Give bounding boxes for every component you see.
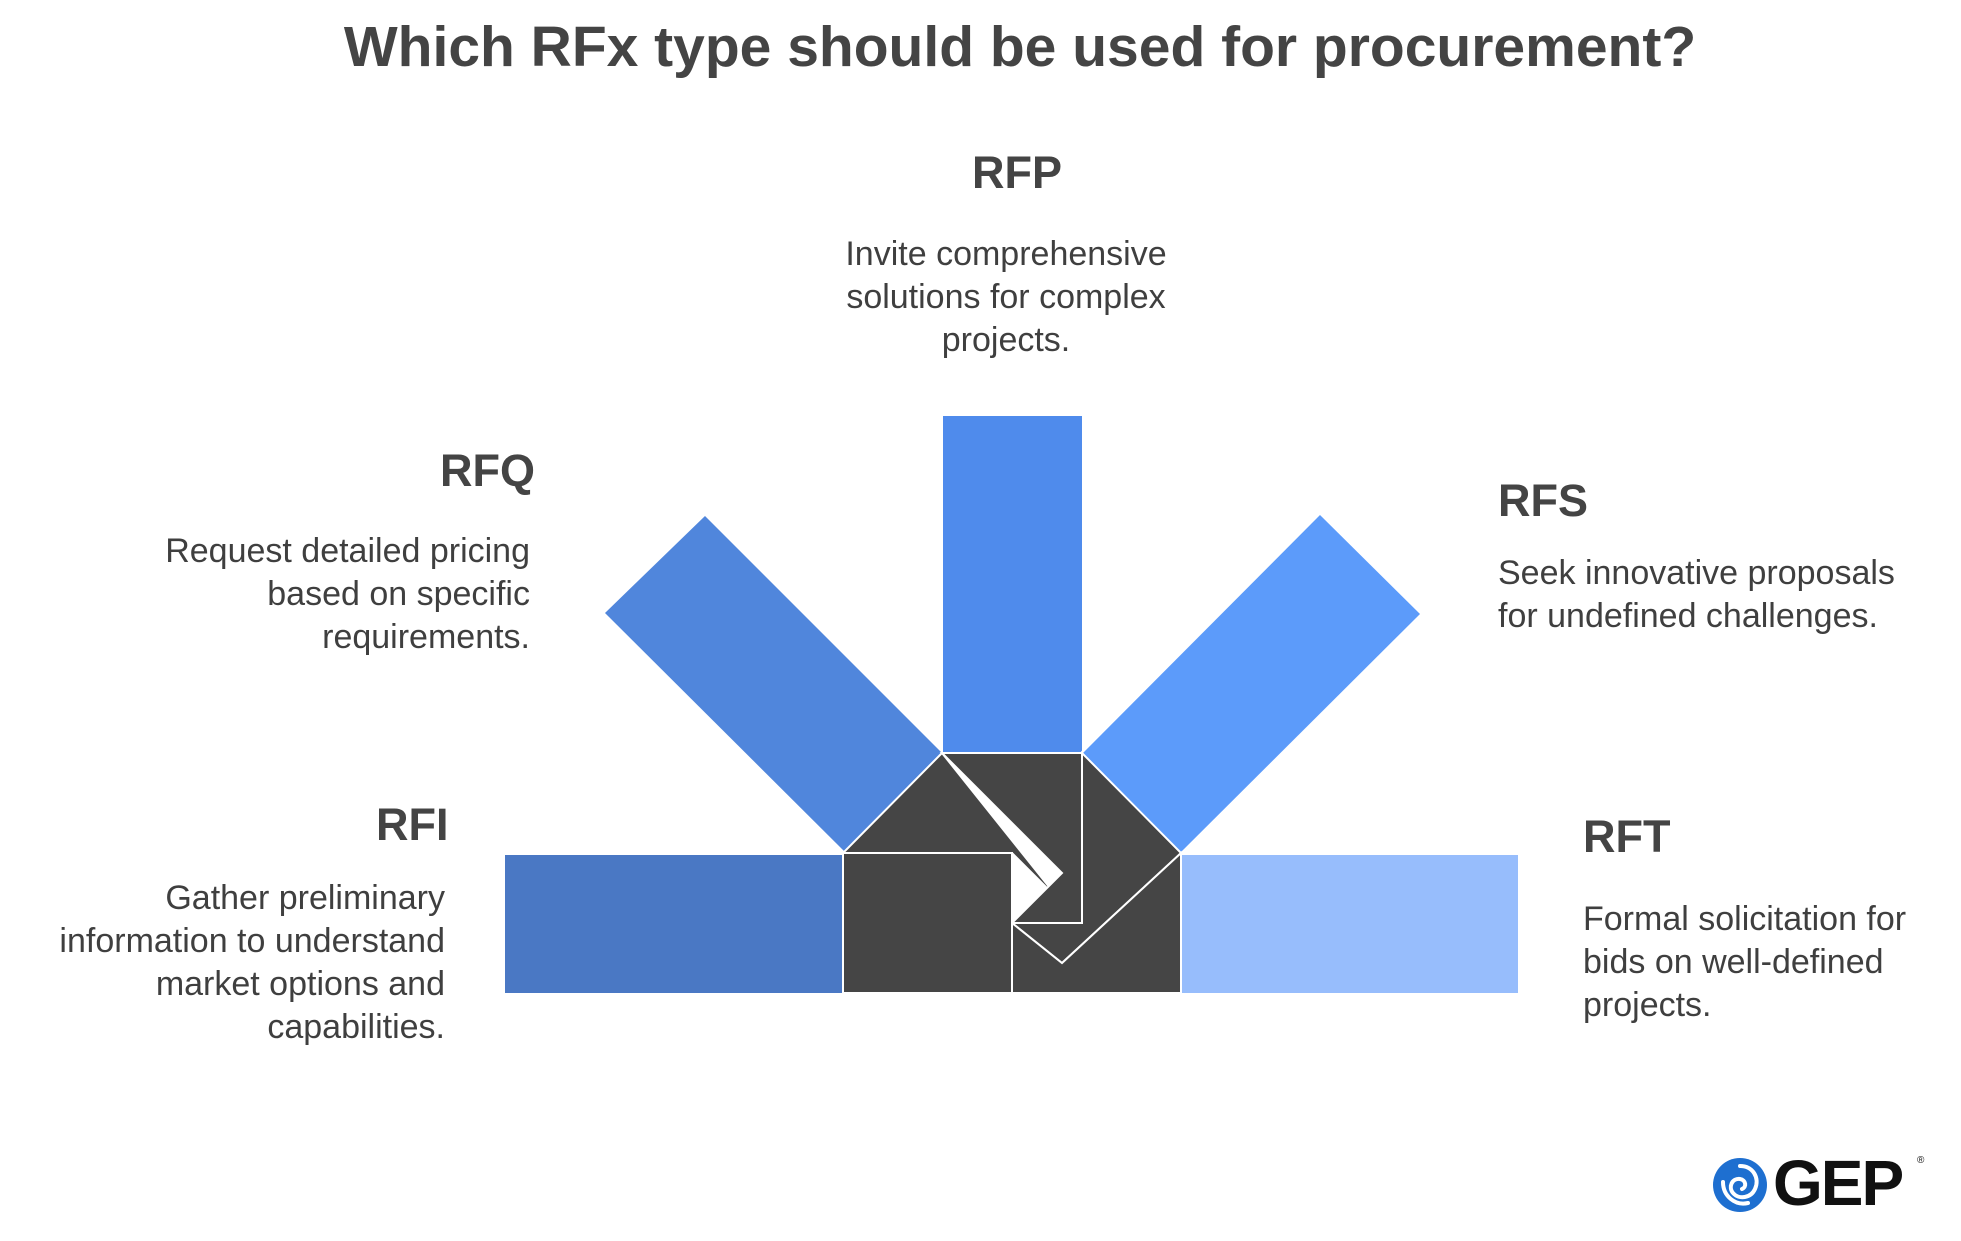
- logo-wordmark: GEP: [1773, 1147, 1904, 1219]
- gep-logo: GEP ®: [1711, 1147, 1931, 1219]
- hub-square-left: [842, 852, 1013, 994]
- rft-heading: RFT: [1583, 811, 1671, 862]
- hub-square-right: [1011, 850, 1182, 994]
- rfq-arm: [605, 516, 942, 853]
- rfq-description: Request detailed pricing based on specif…: [165, 532, 530, 656]
- swirl-icon: [1713, 1158, 1767, 1212]
- registered-mark: ®: [1917, 1155, 1925, 1166]
- hub: [840, 750, 1183, 994]
- rfi-description: Gather preliminary information to unders…: [59, 879, 445, 1046]
- rfp-arm: [943, 416, 1082, 752]
- rfs-heading: RFS: [1498, 475, 1588, 526]
- rft-arm: [1181, 855, 1518, 993]
- rft-description: Formal solicitation for bids on well-def…: [1583, 900, 1907, 1024]
- rfs-description: Seek innovative proposals for undefined …: [1498, 554, 1895, 635]
- rfi-arm: [505, 855, 843, 993]
- rfi-heading: RFI: [376, 799, 449, 850]
- rfq-heading: RFQ: [440, 445, 535, 496]
- rfp-heading: RFP: [972, 147, 1062, 198]
- rfp-description: Invite comprehensive solutions for compl…: [845, 235, 1167, 359]
- rfs-arm: [1083, 515, 1420, 853]
- diagram-title: Which RFx type should be used for procur…: [343, 15, 1697, 79]
